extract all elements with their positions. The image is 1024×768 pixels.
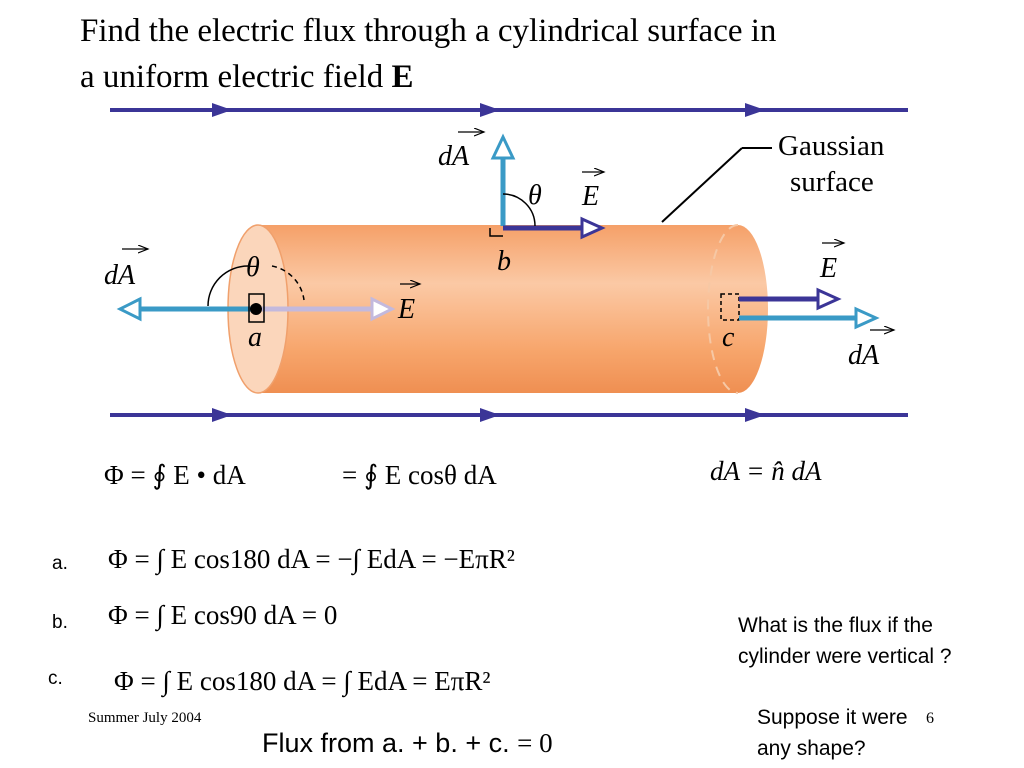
cylinder-right-hidden-edge	[707, 224, 739, 394]
title-line-2-text: a uniform electric field	[80, 59, 392, 95]
case-a-label: a.	[52, 553, 68, 574]
point-c-vectors	[720, 287, 880, 330]
question-vertical-line-2: cylinder were vertical ?	[738, 645, 952, 668]
label-dA-b: dA	[438, 141, 470, 172]
question-vertical: What is the flux if the cylinder were ve…	[738, 610, 952, 672]
label-surface: surface	[790, 166, 874, 198]
flux-sum: Flux from a. + b. + c. = 0	[262, 728, 553, 759]
label-dA-c: dA	[848, 340, 880, 371]
flux-sum-value: = 0	[517, 728, 553, 758]
question-any-shape-line-2: any shape?	[757, 737, 866, 760]
area-element-c	[720, 293, 740, 321]
title-line-2: a uniform electric field E	[80, 54, 980, 100]
label-a: a	[248, 322, 262, 353]
theta-arc-a	[207, 265, 249, 307]
flux-sum-text: Flux from a. + b. + c.	[262, 728, 510, 758]
point-a-vectors	[116, 265, 396, 323]
label-gaussian: Gaussian	[778, 130, 885, 162]
field-line-top	[110, 103, 908, 117]
page-number: 6	[926, 710, 934, 727]
flux-general-equation: Φ = ∮ E • dA	[104, 460, 246, 490]
case-b-equation: Φ = ∫ E cos90 dA = 0	[108, 600, 338, 630]
case-c-equation: Φ = ∫ E cos180 dA = ∫ EdA = EπR²	[114, 666, 491, 696]
gaussian-leader-line	[661, 147, 743, 223]
label-c: c	[722, 322, 735, 353]
question-any-shape: Suppose it were any shape?	[757, 702, 908, 764]
label-b: b	[497, 246, 511, 277]
question-any-shape-line-1: Suppose it were	[757, 706, 908, 729]
label-E-a: E	[397, 294, 415, 325]
label-dA-a: dA	[104, 260, 136, 291]
label-E-b: E	[581, 181, 599, 212]
cylinder-body	[228, 225, 768, 393]
field-line-bottom	[110, 408, 908, 422]
case-a-equation: Φ = ∫ E cos180 dA = −∫ EdA = −EπR²	[108, 544, 515, 574]
label-E-c: E	[819, 253, 837, 284]
dA-definition: dA = n̂ dA	[710, 456, 822, 486]
case-b-label: b.	[52, 612, 68, 633]
area-element-b	[489, 228, 503, 237]
point-a-dot	[250, 303, 262, 315]
area-element-a	[248, 293, 265, 323]
slide-title: Find the electric flux through a cylindr…	[80, 8, 980, 100]
label-theta-b: θ	[528, 180, 542, 211]
footer-date: Summer July 2004	[88, 710, 202, 726]
label-theta-a: θ	[246, 252, 260, 283]
vector-label-arrows	[122, 132, 894, 330]
title-field-symbol: E	[391, 59, 414, 95]
case-c-label: c.	[48, 668, 63, 689]
theta-arc-b	[502, 193, 536, 227]
flux-cos-equation: = ∮ E cosθ dA	[342, 460, 497, 490]
title-line-1: Find the electric flux through a cylindr…	[80, 13, 777, 49]
point-b-vectors	[489, 133, 606, 240]
question-vertical-line-1: What is the flux if the	[738, 614, 933, 637]
